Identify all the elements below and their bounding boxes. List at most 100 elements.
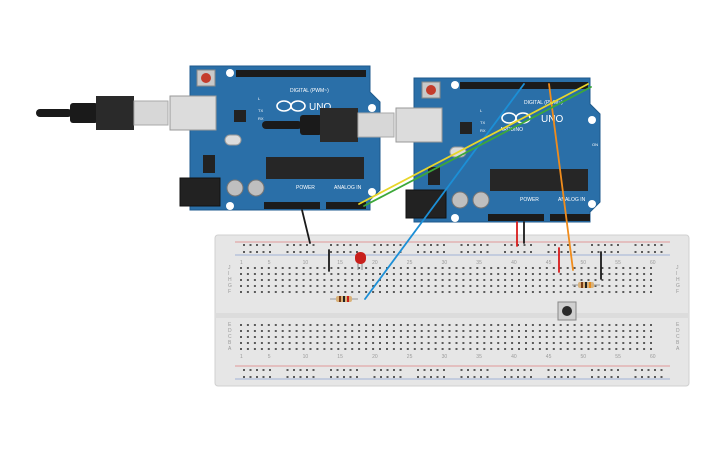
rail-hole[interactable] [517,369,519,371]
breadboard-hole[interactable] [253,273,256,275]
rail-hole[interactable] [356,251,358,253]
breadboard-hole[interactable] [392,324,395,326]
breadboard-hole[interactable] [316,273,319,275]
breadboard-hole[interactable] [525,273,527,275]
breadboard-hole[interactable] [379,342,381,344]
breadboard-hole[interactable] [580,267,583,269]
rail-hole[interactable] [660,251,663,253]
breadboard-hole[interactable] [455,324,458,326]
breadboard-hole[interactable] [566,336,569,338]
rail-hole[interactable] [249,376,252,378]
breadboard-hole[interactable] [434,273,437,275]
breadboard-hole[interactable] [330,279,333,281]
rail-hole[interactable] [330,251,332,253]
rail-hole[interactable] [617,369,619,371]
breadboard-hole[interactable] [316,285,319,287]
rail-hole[interactable] [597,369,600,371]
breadboard-hole[interactable] [288,336,291,338]
breadboard-hole[interactable] [511,291,514,293]
breadboard-hole[interactable] [337,342,340,344]
breadboard-hole[interactable] [267,285,270,287]
breadboard-hole[interactable] [413,291,416,293]
breadboard-hole[interactable] [406,336,409,338]
breadboard-hole[interactable] [434,330,437,332]
breadboard-hole[interactable] [587,291,590,293]
breadboard-hole[interactable] [518,330,520,332]
breadboard-hole[interactable] [615,279,618,281]
breadboard-hole[interactable] [372,324,375,326]
breadboard-hole[interactable] [615,336,618,338]
rail-hole[interactable] [660,376,663,378]
breadboard-hole[interactable] [288,342,291,344]
breadboard-hole[interactable] [260,279,263,281]
breadboard-hole[interactable] [643,267,646,269]
breadboard-hole[interactable] [573,291,576,293]
rail-hole[interactable] [567,251,569,253]
breadboard-hole[interactable] [413,336,416,338]
breadboard-hole[interactable] [413,285,416,287]
breadboard-hole[interactable] [323,336,326,338]
rail-hole[interactable] [293,369,295,371]
breadboard-hole[interactable] [406,267,409,269]
breadboard-hole[interactable] [351,348,354,350]
rail-hole[interactable] [312,244,315,246]
rail-hole[interactable] [573,251,576,253]
breadboard-hole[interactable] [240,324,242,326]
breadboard-hole[interactable] [545,342,548,344]
rail-hole[interactable] [610,251,613,253]
breadboard-hole[interactable] [469,330,472,332]
breadboard-hole[interactable] [518,285,520,287]
breadboard-hole[interactable] [504,336,507,338]
breadboard-hole[interactable] [337,279,340,281]
rail-hole[interactable] [560,376,563,378]
arduino-uno-board-1[interactable]: DIGITAL (PWM~) UNO TX RX L ON POWER ANAL… [169,65,381,211]
breadboard-hole[interactable] [615,342,618,344]
rail-hole[interactable] [504,244,506,246]
breadboard-hole[interactable] [483,285,486,287]
rail-hole[interactable] [430,244,432,246]
rail-hole[interactable] [523,376,526,378]
rail-hole[interactable] [510,251,513,253]
rail-hole[interactable] [430,251,432,253]
rail-hole[interactable] [523,369,526,371]
breadboard-hole[interactable] [650,285,652,287]
breadboard-hole[interactable] [594,279,597,281]
breadboard-hole[interactable] [469,336,472,338]
breadboard-hole[interactable] [601,273,604,275]
breadboard-hole[interactable] [260,348,263,350]
breadboard-hole[interactable] [462,291,465,293]
breadboard-hole[interactable] [650,336,652,338]
breadboard-hole[interactable] [629,348,632,350]
breadboard-hole[interactable] [379,336,381,338]
rail-hole[interactable] [530,376,532,378]
breadboard-hole[interactable] [608,267,611,269]
breadboard-hole[interactable] [434,279,437,281]
breadboard-hole[interactable] [441,267,444,269]
rail-hole[interactable] [517,251,519,253]
breadboard-hole[interactable] [511,342,514,344]
breadboard-hole[interactable] [504,330,507,332]
breadboard-hole[interactable] [462,285,465,287]
breadboard-hole[interactable] [455,291,458,293]
breadboard-hole[interactable] [295,348,298,350]
breadboard-hole[interactable] [434,285,437,287]
breadboard-hole[interactable] [476,273,479,275]
rail-hole[interactable] [567,369,569,371]
breadboard-hole[interactable] [267,273,270,275]
breadboard-hole[interactable] [525,279,527,281]
rail-hole[interactable] [591,251,593,253]
breadboard-hole[interactable] [504,348,507,350]
breadboard-hole[interactable] [392,342,395,344]
rail-hole[interactable] [654,369,656,371]
breadboard-hole[interactable] [323,273,326,275]
rail-hole[interactable] [573,244,576,246]
breadboard-hole[interactable] [253,285,256,287]
breadboard-hole[interactable] [608,291,611,293]
breadboard-hole[interactable] [274,273,277,275]
breadboard-hole[interactable] [260,267,263,269]
rail-hole[interactable] [417,244,419,246]
breadboard-hole[interactable] [337,336,340,338]
breadboard-hole[interactable] [455,330,458,332]
breadboard-hole[interactable] [427,267,430,269]
rail-hole[interactable] [430,376,432,378]
